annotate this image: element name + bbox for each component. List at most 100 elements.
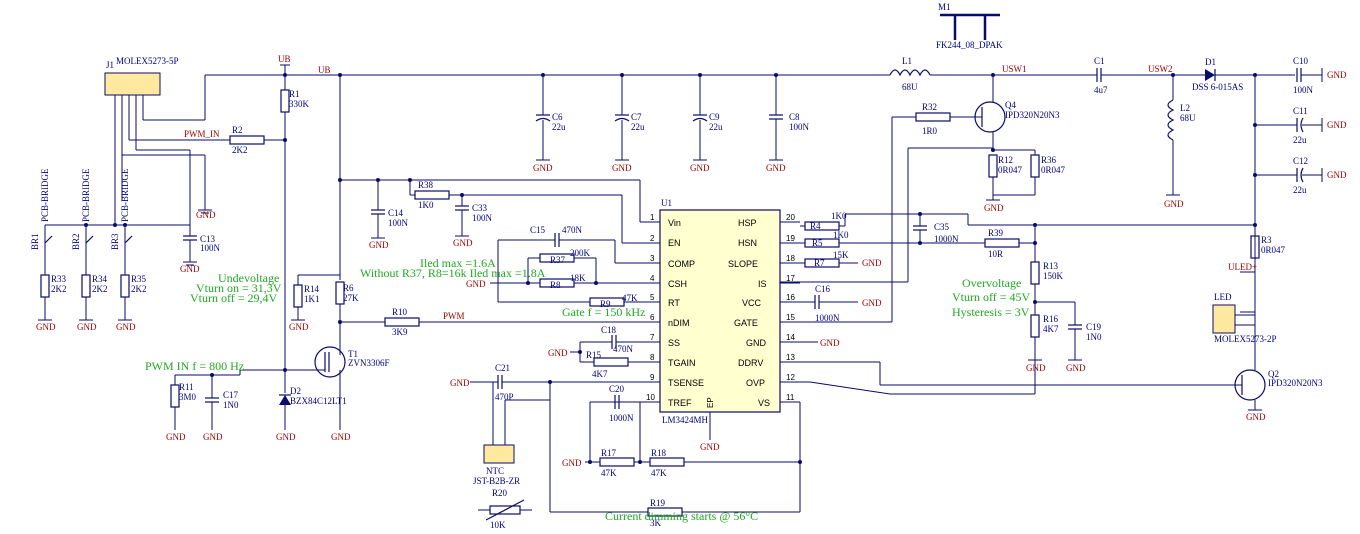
r15-value: 4K7 <box>592 369 608 379</box>
br3-ref: BR3 <box>110 233 120 250</box>
r38-value: 1K0 <box>418 200 434 210</box>
u1-ref: U1 <box>661 198 672 208</box>
pin-num: 2 <box>650 234 655 243</box>
gnd-label: GND <box>862 298 882 308</box>
ntc-connector <box>478 382 550 521</box>
c10-value: 100N <box>1293 85 1314 95</box>
t1-ref: T1 <box>348 349 358 359</box>
r9-ref: R9 <box>600 299 611 309</box>
r18-ref: R18 <box>651 448 667 458</box>
pin-num: 17 <box>786 274 795 283</box>
r7-ref: R7 <box>814 258 825 268</box>
gnd-label: GND <box>1246 412 1266 422</box>
r6-ref: R6 <box>343 283 354 293</box>
c17-ref: C17 <box>223 390 239 400</box>
u1-ic <box>640 209 800 440</box>
gnd-label: GND <box>548 348 568 358</box>
j1-value: MOLEX5273-5P <box>116 56 179 66</box>
pin-name: TGAIN <box>668 358 696 368</box>
usw1-net-label: USW1 <box>1002 64 1027 74</box>
ntc-value: JST-B2B-ZR <box>473 476 520 486</box>
r34-ref: R34 <box>92 274 108 284</box>
r11-c17 <box>170 370 241 430</box>
pin-num: 13 <box>786 353 795 362</box>
gnd-label: GND <box>203 432 223 442</box>
gnd-label: GND <box>1164 199 1184 209</box>
r4-ref: R4 <box>810 221 821 231</box>
l1-value: 68U <box>902 82 918 92</box>
c20-value: 1000N <box>609 413 634 423</box>
undervoltage-off: Vturn off = 29,4V <box>190 291 278 305</box>
pin-name: CSH <box>668 279 687 289</box>
c35-ref: C35 <box>934 222 950 232</box>
c1-capacitor <box>1090 68 1205 82</box>
r36-value: 0R047 <box>1041 165 1066 175</box>
r8-ref: R8 <box>550 280 561 290</box>
c17-value: 1N0 <box>223 400 239 410</box>
gnd-label: GND <box>180 264 200 274</box>
pin-name: COMP <box>668 259 695 269</box>
gnd-label: GND <box>1026 363 1046 373</box>
c18-ref: C18 <box>601 325 617 335</box>
led-ref: LED <box>1214 292 1232 302</box>
gnd-label: GND <box>984 203 1004 213</box>
c1-ref: C1 <box>1094 56 1105 66</box>
vin-feed <box>338 178 660 244</box>
r36-ref: R36 <box>1041 155 1057 165</box>
ub-flag-label: UB <box>278 54 291 64</box>
gnd-j1 <box>198 209 212 214</box>
led-value: MOLEX5273-2P <box>1214 334 1277 344</box>
uled-net-label: ULED+ <box>1228 262 1257 272</box>
q4-value: IPD320N20N3 <box>1005 110 1060 120</box>
r15-ref: R15 <box>586 350 602 360</box>
r13-ref: R13 <box>1043 261 1059 271</box>
d1-diode <box>1205 69 1295 81</box>
pin-num: 9 <box>650 373 655 382</box>
br2-ref: BR2 <box>71 233 81 250</box>
c16-ref: C16 <box>815 284 831 294</box>
bridge-wires <box>44 223 190 270</box>
sense-resistors <box>780 147 1040 283</box>
pin-name: TREF <box>668 398 692 408</box>
without-r37-note: Without R37, R8=16k Iled max =1.8A <box>360 266 546 280</box>
pin-name: HSN <box>738 238 757 248</box>
c19-value: 1N0 <box>1086 332 1102 342</box>
gnd-label: GND <box>1327 120 1347 130</box>
q4-ref: Q4 <box>1005 100 1016 110</box>
undervoltage-title: Undevoltage <box>218 271 279 285</box>
iled-max-note: Iled max =1.6A <box>420 256 496 270</box>
c8-ref: C8 <box>789 112 800 122</box>
l2-ref: L2 <box>1180 103 1190 113</box>
hs-network <box>800 212 1257 343</box>
q2-ref: Q2 <box>1268 369 1279 379</box>
pin-num: 8 <box>650 353 655 362</box>
r32-ref: R32 <box>922 102 937 112</box>
pin-num: 4 <box>650 274 655 283</box>
r33-ref: R33 <box>51 274 67 284</box>
c7-value: 22u <box>631 122 645 132</box>
d2-ref: D2 <box>290 386 301 396</box>
u1-ep: EP <box>706 397 715 408</box>
u1-right-pins: HSP HSN SLOPE IS VCC GATE GND DDRV OVP V… <box>728 213 795 408</box>
r2-resistor <box>229 135 287 145</box>
d2-value: BZX84C12LT1 <box>290 396 347 406</box>
c12-ref: C12 <box>1293 156 1308 166</box>
gnd-label: GND <box>466 279 486 289</box>
gnd-label: GND <box>1327 170 1347 180</box>
r32-value: 1R0 <box>922 126 938 136</box>
pin-num: 18 <box>786 254 795 263</box>
pin-name: OVP <box>746 378 765 388</box>
l2-inductor <box>1166 75 1180 196</box>
r19-ref: R19 <box>650 498 666 508</box>
pin-name: VS <box>758 398 770 408</box>
br2-value: PCB-BRIDGE <box>81 168 91 222</box>
pin-name: GND <box>746 338 767 348</box>
c35-value: 1000N <box>934 234 959 244</box>
ntc-ref: NTC <box>486 466 504 476</box>
gnd-label: GND <box>533 163 553 173</box>
r11-ref: R11 <box>179 382 194 392</box>
r1-value: 330K <box>289 99 310 109</box>
pin-name: Vin <box>668 218 681 228</box>
br1-ref: BR1 <box>30 233 40 250</box>
overvoltage-title: Overvoltage <box>962 276 1021 290</box>
